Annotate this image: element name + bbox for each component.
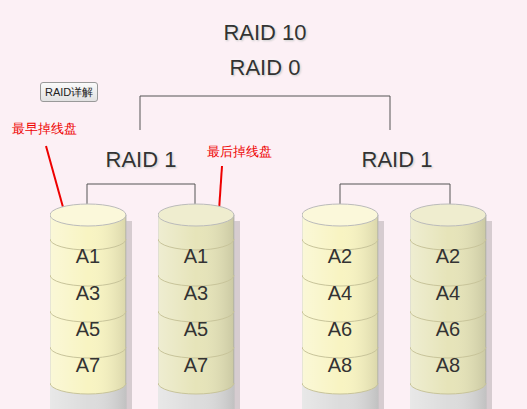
disk: A1A3A5A7 xyxy=(158,203,242,409)
stripe-block: A5 xyxy=(158,317,234,341)
stripe-block: A2 xyxy=(410,244,486,268)
disk-body xyxy=(410,215,486,409)
disk-shade xyxy=(158,215,234,409)
stripe-block: A2 xyxy=(302,244,378,268)
disk-top xyxy=(410,204,486,226)
stripe-block: A7 xyxy=(50,353,126,377)
disk-body xyxy=(302,215,378,409)
stripe-line xyxy=(302,383,378,394)
disk-top xyxy=(158,204,234,226)
disk-shade xyxy=(50,215,126,409)
stripe-line xyxy=(50,383,126,394)
disk-top xyxy=(50,204,126,226)
raid-level-label: RAID 0 xyxy=(230,55,301,81)
detail-button: RAID详解 xyxy=(40,82,98,102)
stripe-line xyxy=(158,383,234,394)
disk: A2A4A6A8 xyxy=(410,203,494,409)
stripe-block: A4 xyxy=(302,281,378,305)
annotation-text: 最早掉线盘 xyxy=(12,121,77,137)
stripe-block: A1 xyxy=(50,244,126,268)
disk-shade xyxy=(410,215,486,409)
stripe-line xyxy=(410,383,486,394)
stripe-block: A3 xyxy=(50,281,126,305)
stripe-block: A8 xyxy=(410,353,486,377)
stripe-block: A7 xyxy=(158,353,234,377)
stripe-block: A8 xyxy=(302,353,378,377)
diagram-title: RAID 10 xyxy=(223,20,306,46)
raid-level-label: RAID 1 xyxy=(106,147,177,173)
disk: A2A4A6A8 xyxy=(302,203,386,409)
disk-body xyxy=(50,215,126,409)
stripe-block: A3 xyxy=(158,281,234,305)
disk: A1A3A5A7 xyxy=(50,203,134,409)
annotation-text: 最后掉线盘 xyxy=(207,144,272,160)
button-text: RAID详解 xyxy=(45,86,93,98)
disk-top xyxy=(302,204,378,226)
disk-cylinder xyxy=(410,203,494,409)
disk-shade xyxy=(302,215,378,409)
disk-cylinder xyxy=(158,203,242,409)
stripe-block: A1 xyxy=(158,244,234,268)
disk-body xyxy=(158,215,234,409)
stripe-block: A6 xyxy=(410,317,486,341)
stripe-block: A4 xyxy=(410,281,486,305)
disk-cylinder xyxy=(50,203,134,409)
stripe-block: A6 xyxy=(302,317,378,341)
stripe-block: A5 xyxy=(50,317,126,341)
raid-level-label: RAID 1 xyxy=(362,147,433,173)
disk-cylinder xyxy=(302,203,386,409)
raid0-bracket xyxy=(140,96,390,130)
